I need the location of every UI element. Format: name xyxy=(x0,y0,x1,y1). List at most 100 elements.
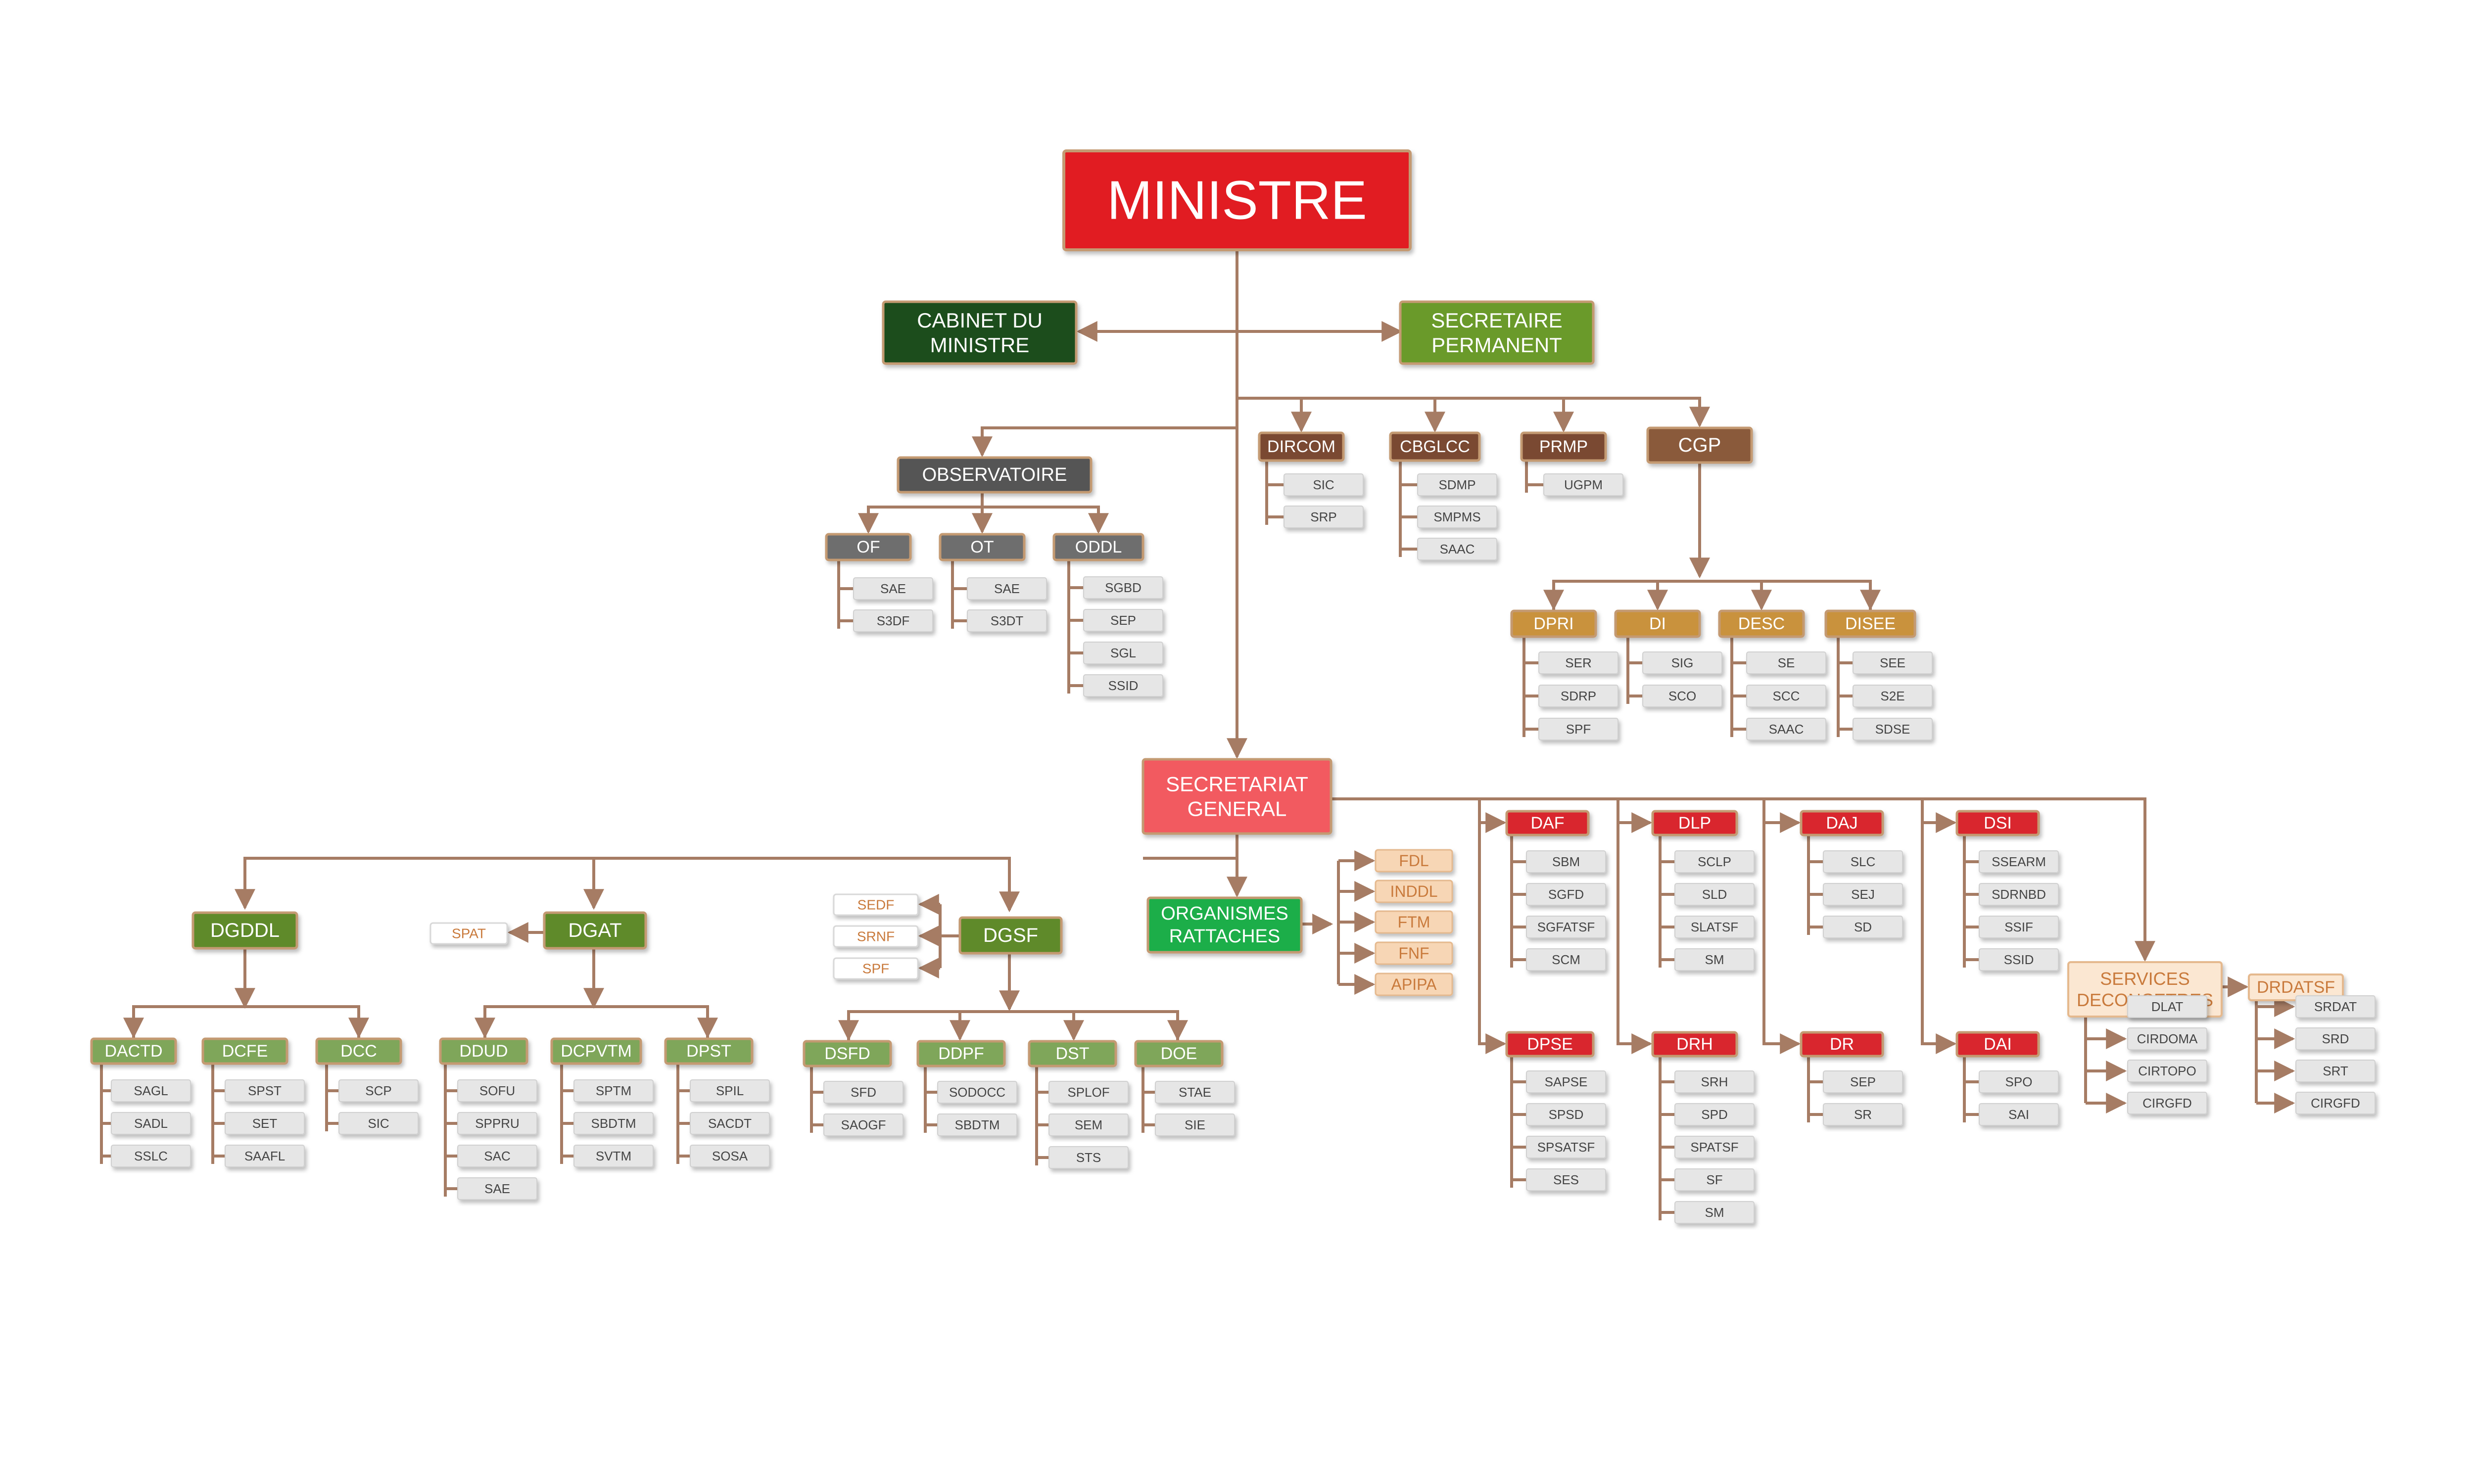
leaf-dpst-2[interactable]: SOSA xyxy=(690,1145,770,1167)
leaf-drh-3[interactable]: SF xyxy=(1674,1168,1755,1191)
leaf-dactd-0[interactable]: SAGL xyxy=(111,1079,191,1102)
leaf-cbglcc-2[interactable]: SAAC xyxy=(1417,538,1497,560)
sedf-box[interactable]: SEDF xyxy=(833,893,919,916)
leaf-dsi-3[interactable]: SSID xyxy=(1979,948,2059,971)
leaf-of-0[interactable]: SAE xyxy=(853,577,933,600)
dpse-box[interactable]: DPSE xyxy=(1505,1031,1595,1058)
leaf-daf-0[interactable]: SBM xyxy=(1526,850,1606,873)
dgddl-box[interactable]: DGDDL xyxy=(191,911,298,950)
leaf-dcfe-1[interactable]: SET xyxy=(225,1112,305,1135)
ministre-box[interactable]: MINISTRE xyxy=(1062,149,1412,251)
leaf-dpri-1[interactable]: SDRP xyxy=(1538,685,1618,707)
inddl-box[interactable]: INDDL xyxy=(1375,880,1453,903)
leaf-dircom-1[interactable]: SRP xyxy=(1284,506,1364,528)
leaf-dpst-1[interactable]: SACDT xyxy=(690,1112,770,1135)
leaf-drdatsf-0[interactable]: SRDAT xyxy=(2295,995,2376,1018)
dr-box[interactable]: DR xyxy=(1800,1031,1884,1058)
leaf-of-1[interactable]: S3DF xyxy=(853,609,933,632)
leaf-services-1[interactable]: CIRDOMA xyxy=(2127,1027,2207,1050)
leaf-dcc-0[interactable]: SCP xyxy=(338,1079,419,1102)
leaf-dlp-2[interactable]: SLATSF xyxy=(1674,916,1755,938)
cbglcc-box[interactable]: CBGLCC xyxy=(1389,431,1481,462)
leaf-dlp-0[interactable]: SCLP xyxy=(1674,850,1755,873)
leaf-dsfd-1[interactable]: SAOGF xyxy=(823,1113,904,1136)
leaf-disee-2[interactable]: SDSE xyxy=(1853,718,1933,741)
leaf-daf-1[interactable]: SGFD xyxy=(1526,883,1606,906)
leaf-drh-0[interactable]: SRH xyxy=(1674,1070,1755,1093)
leaf-dst-2[interactable]: STS xyxy=(1048,1146,1129,1169)
ddud-box[interactable]: DDUD xyxy=(439,1037,528,1065)
leaf-dactd-2[interactable]: SSLC xyxy=(111,1145,191,1167)
leaf-desc-0[interactable]: SE xyxy=(1746,651,1826,674)
leaf-doe-0[interactable]: STAE xyxy=(1155,1081,1235,1104)
leaf-daf-3[interactable]: SCM xyxy=(1526,948,1606,971)
leaf-dsfd-0[interactable]: SFD xyxy=(823,1081,904,1104)
leaf-di-0[interactable]: SIG xyxy=(1642,651,1722,674)
dcc-box[interactable]: DCC xyxy=(315,1037,402,1065)
leaf-disee-1[interactable]: S2E xyxy=(1853,685,1933,707)
leaf-dircom-0[interactable]: SIC xyxy=(1284,473,1364,496)
apipa-box[interactable]: APIPA xyxy=(1375,973,1453,996)
dst-box[interactable]: DST xyxy=(1028,1040,1117,1067)
leaf-dlp-3[interactable]: SM xyxy=(1674,948,1755,971)
srnf-box[interactable]: SRNF xyxy=(833,925,919,948)
leaf-dcc-1[interactable]: SIC xyxy=(338,1112,419,1135)
leaf-services-2[interactable]: CIRTOPO xyxy=(2127,1060,2207,1082)
leaf-dcpvtm-1[interactable]: SBDTM xyxy=(573,1112,654,1135)
leaf-ddud-3[interactable]: SAE xyxy=(457,1177,537,1200)
disee-box[interactable]: DISEE xyxy=(1824,609,1916,638)
spf-box[interactable]: SPF xyxy=(833,957,919,980)
dcpvtm-box[interactable]: DCPVTM xyxy=(550,1037,642,1065)
dai-box[interactable]: DAI xyxy=(1955,1031,2040,1058)
leaf-dpst-0[interactable]: SPIL xyxy=(690,1079,770,1102)
leaf-dcfe-2[interactable]: SAAFL xyxy=(225,1145,305,1167)
leaf-ddpf-1[interactable]: SBDTM xyxy=(937,1113,1017,1136)
leaf-daj-1[interactable]: SEJ xyxy=(1823,883,1903,906)
leaf-ddud-0[interactable]: SOFU xyxy=(457,1079,537,1102)
leaf-drh-4[interactable]: SM xyxy=(1674,1201,1755,1224)
drdatsf-box[interactable]: DRDATSF xyxy=(2248,974,2344,1001)
doe-box[interactable]: DOE xyxy=(1134,1040,1224,1067)
dsi-box[interactable]: DSI xyxy=(1955,810,2040,836)
leaf-dr-1[interactable]: SR xyxy=(1823,1103,1903,1126)
leaf-dpri-2[interactable]: SPF xyxy=(1538,718,1618,741)
leaf-services-3[interactable]: CIRGFD xyxy=(2127,1092,2207,1114)
leaf-daj-2[interactable]: SD xyxy=(1823,916,1903,938)
leaf-daf-2[interactable]: SGFATSF xyxy=(1526,916,1606,938)
dgsf-box[interactable]: DGSF xyxy=(958,916,1063,955)
leaf-cbglcc-0[interactable]: SDMP xyxy=(1417,473,1497,496)
leaf-cbglcc-1[interactable]: SMPMS xyxy=(1417,506,1497,528)
leaf-dpse-3[interactable]: SES xyxy=(1526,1168,1606,1191)
desc-box[interactable]: DESC xyxy=(1718,609,1805,638)
daj-box[interactable]: DAJ xyxy=(1800,810,1884,836)
leaf-dai-0[interactable]: SPO xyxy=(1979,1070,2059,1093)
dsfd-box[interactable]: DSFD xyxy=(803,1040,892,1067)
prmp-box[interactable]: PRMP xyxy=(1520,431,1607,462)
leaf-drdatsf-1[interactable]: SRD xyxy=(2295,1027,2376,1050)
leaf-dpse-1[interactable]: SPSD xyxy=(1526,1103,1606,1126)
leaf-desc-1[interactable]: SCC xyxy=(1746,685,1826,707)
leaf-desc-2[interactable]: SAAC xyxy=(1746,718,1826,741)
drh-box[interactable]: DRH xyxy=(1651,1031,1738,1058)
dircom-box[interactable]: DIRCOM xyxy=(1258,431,1345,462)
leaf-disee-0[interactable]: SEE xyxy=(1853,651,1933,674)
dlp-box[interactable]: DLP xyxy=(1651,810,1738,836)
ftm-box[interactable]: FTM xyxy=(1375,910,1453,934)
di-box[interactable]: DI xyxy=(1614,609,1701,638)
dgat-box[interactable]: DGAT xyxy=(543,911,647,950)
leaf-ot-1[interactable]: S3DT xyxy=(967,609,1047,632)
leaf-dr-0[interactable]: SEP xyxy=(1823,1070,1903,1093)
leaf-dai-1[interactable]: SAI xyxy=(1979,1103,2059,1126)
leaf-dst-0[interactable]: SPLOF xyxy=(1048,1081,1129,1104)
leaf-dst-1[interactable]: SEM xyxy=(1048,1113,1129,1136)
leaf-ddpf-0[interactable]: SODOCC xyxy=(937,1081,1017,1104)
leaf-dsi-1[interactable]: SDRNBD xyxy=(1979,883,2059,906)
oddl-box[interactable]: ODDL xyxy=(1052,533,1144,561)
dpri-box[interactable]: DPRI xyxy=(1510,609,1597,638)
daf-box[interactable]: DAF xyxy=(1505,810,1590,836)
leaf-di-1[interactable]: SCO xyxy=(1642,685,1722,707)
leaf-oddl-3[interactable]: SSID xyxy=(1083,674,1163,697)
leaf-dsi-2[interactable]: SSIF xyxy=(1979,916,2059,938)
